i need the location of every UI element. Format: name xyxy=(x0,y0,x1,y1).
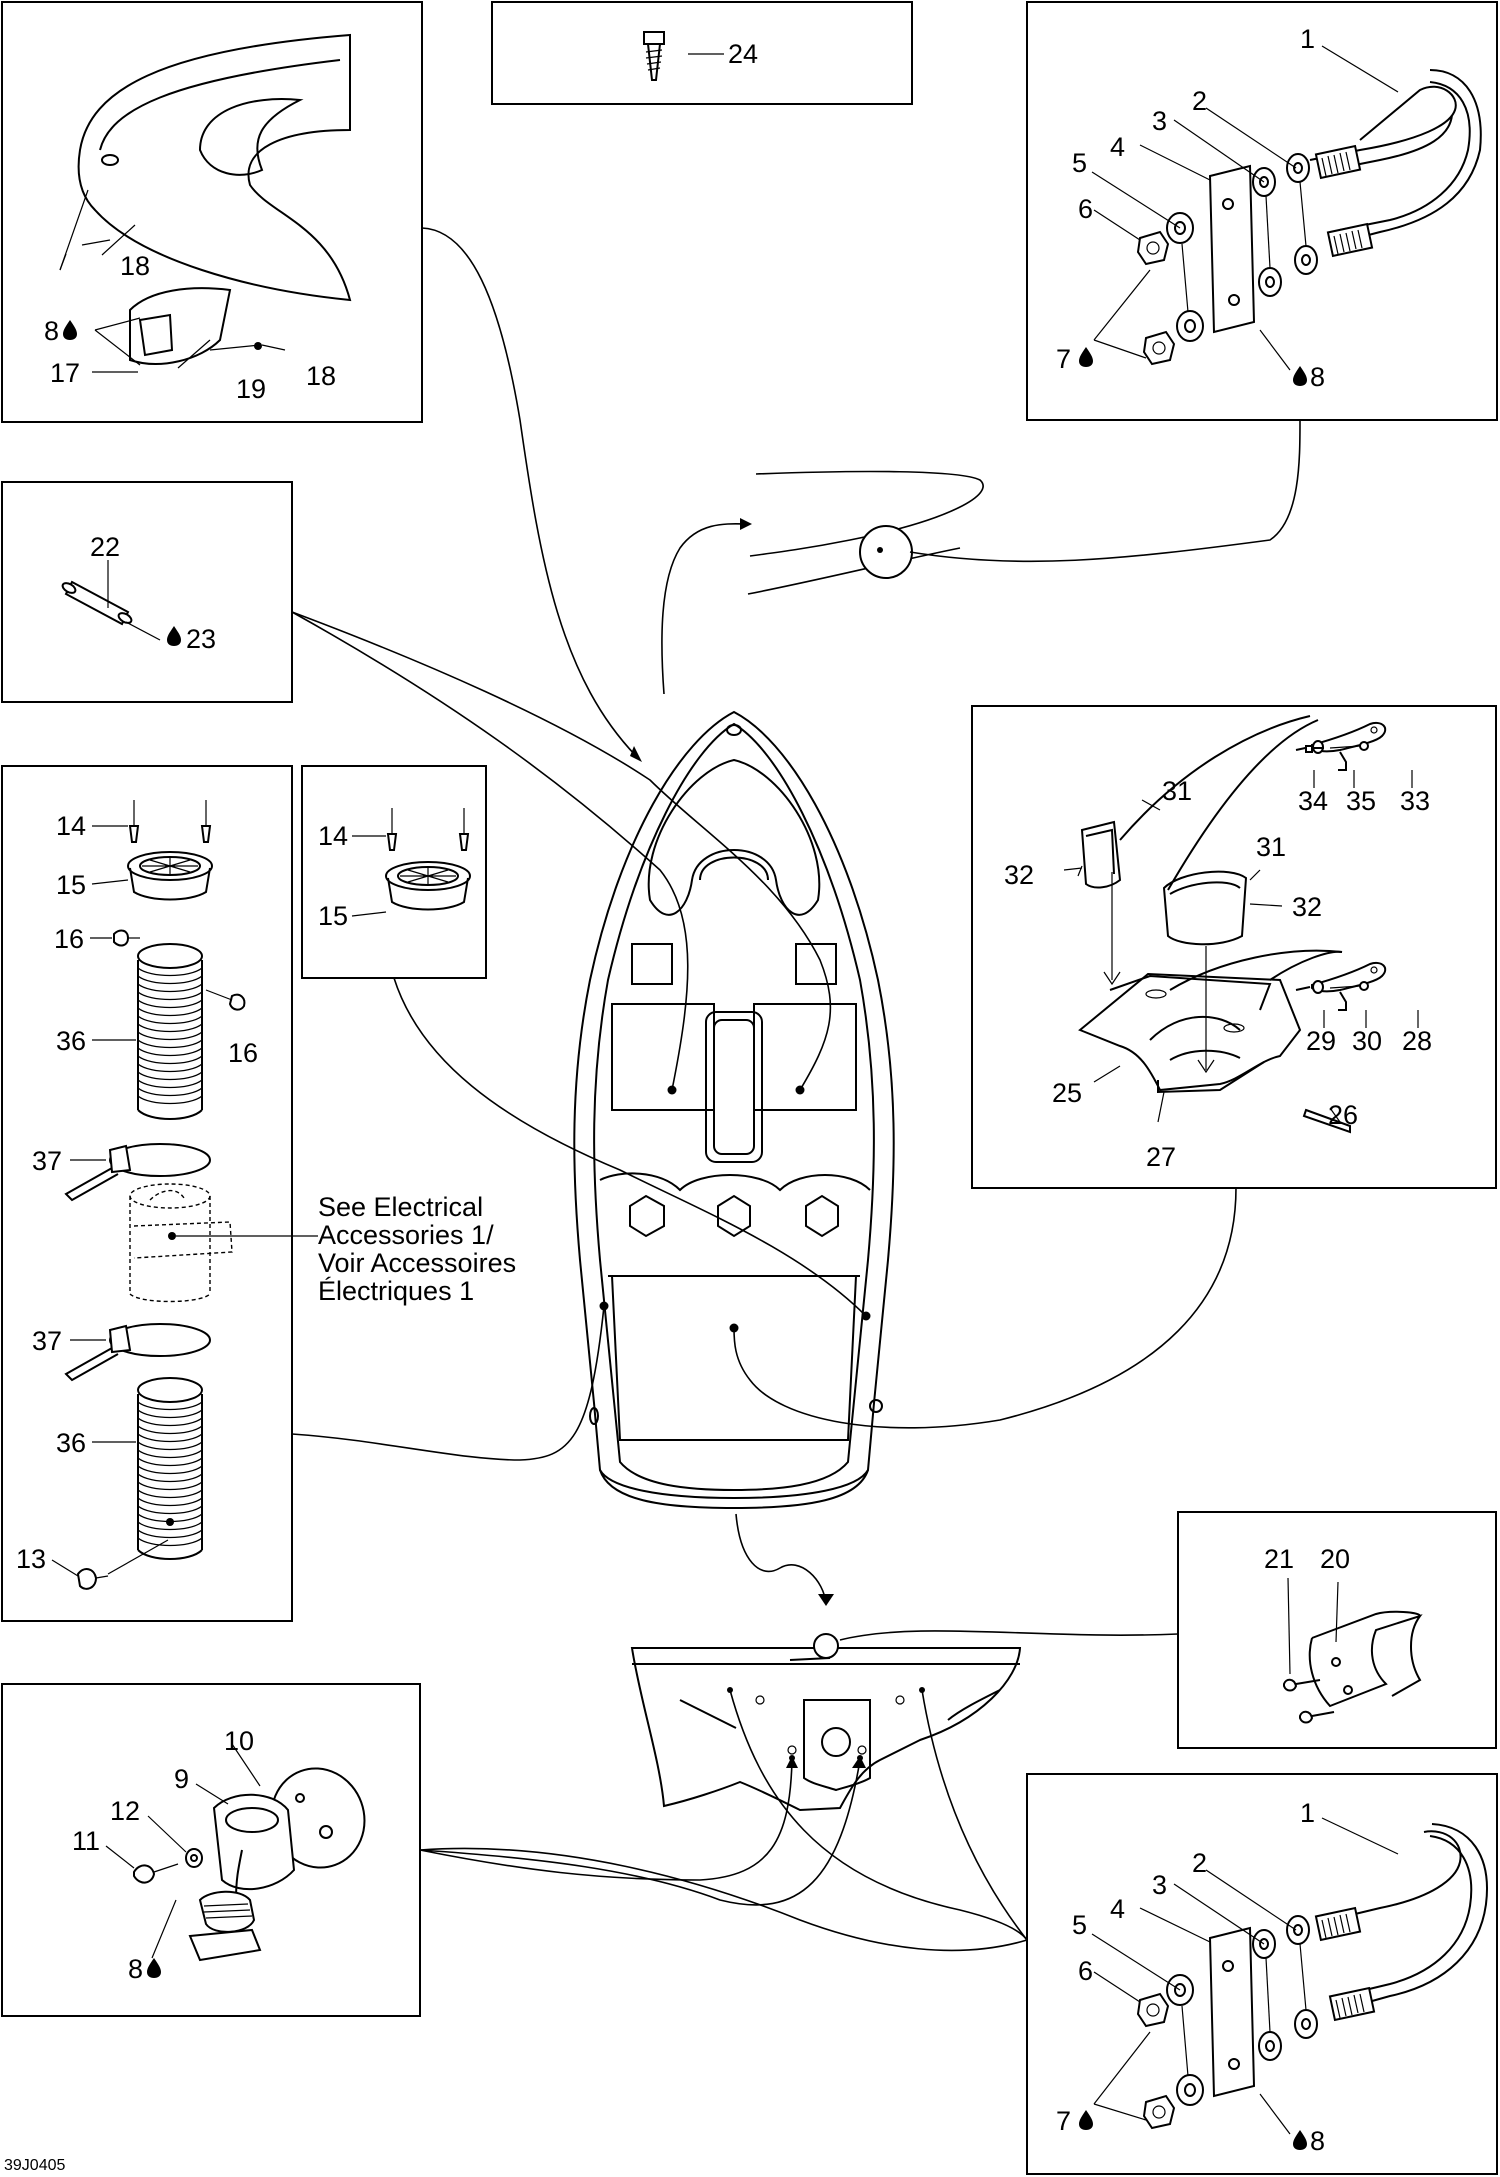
callout-5-lower: 5 xyxy=(1072,1910,1087,1940)
callout-5-upper: 5 xyxy=(1072,148,1087,178)
hull-cup-holders xyxy=(629,1194,839,1238)
callout-18-upper: 18 xyxy=(120,251,150,281)
note-line-1: See Electrical xyxy=(318,1192,483,1222)
callout-33: 33 xyxy=(1400,786,1430,816)
panel-screw-24: 24 xyxy=(491,1,913,105)
vent-small-drawing xyxy=(385,861,471,911)
drain-plug-drawing xyxy=(133,1767,366,1962)
callout-22: 22 xyxy=(90,532,120,562)
strap-clamp-lower xyxy=(64,1323,211,1382)
electrical-accessory-dashed xyxy=(129,1183,233,1303)
panel-vent-small: 14 15 xyxy=(301,765,487,979)
vent-drawing xyxy=(127,851,213,901)
grease-drop-icon xyxy=(1079,2110,1093,2130)
grease-drop-icon xyxy=(167,626,181,646)
strap-clamp-upper xyxy=(64,1143,211,1202)
callout-6-upper: 6 xyxy=(1078,194,1093,224)
panel-storage-left: 14 15 16 16 xyxy=(1,765,318,1622)
callout-36-upper: 36 xyxy=(56,1026,86,1056)
callout-13: 13 xyxy=(16,1544,46,1574)
callout-28: 28 xyxy=(1402,1026,1432,1056)
hull-top-view xyxy=(573,710,895,1510)
callout-31-b: 31 xyxy=(1256,832,1286,862)
callout-26: 26 xyxy=(1328,1100,1358,1130)
callout-11: 11 xyxy=(72,1826,100,1856)
callout-2-upper: 2 xyxy=(1192,86,1207,116)
callout-15-left: 15 xyxy=(56,870,86,900)
panel-drain-plug: 10 9 12 11 8 xyxy=(1,1683,421,2017)
electrical-note: See Electrical Accessories 1/ Voir Acces… xyxy=(318,1192,516,1306)
tube-drawing xyxy=(61,560,161,641)
callout-16-b: 16 xyxy=(228,1038,258,1068)
callout-8-lower: 8 xyxy=(1310,2126,1325,2156)
callout-27: 27 xyxy=(1146,1142,1176,1172)
cover-drawing xyxy=(1283,1610,1423,1724)
callout-14-small: 14 xyxy=(318,821,348,851)
callout-21: 21 xyxy=(1264,1544,1294,1574)
callout-17: 17 xyxy=(50,358,80,388)
grease-drop-icon xyxy=(1293,366,1307,386)
callout-10: 10 xyxy=(224,1726,254,1756)
callout-1-upper: 1 xyxy=(1300,24,1315,54)
callout-19: 19 xyxy=(236,374,266,404)
callout-35: 35 xyxy=(1346,786,1376,816)
callout-30: 30 xyxy=(1352,1026,1382,1056)
callout-7-upper: 7 xyxy=(1056,344,1071,374)
panel-tube-22: 22 23 xyxy=(1,481,293,703)
note-line-2: Accessories 1/ xyxy=(318,1220,494,1250)
callout-8-upper: 8 xyxy=(1310,362,1325,392)
callout-32-a: 32 xyxy=(1004,860,1034,890)
grease-drop-icon xyxy=(1293,2130,1307,2150)
callout-15-small: 15 xyxy=(318,901,348,931)
callout-7-lower: 7 xyxy=(1056,2106,1071,2136)
note-line-3: Voir Accessoires xyxy=(318,1248,516,1278)
u-bolt-drawing xyxy=(1136,69,1482,366)
callout-23: 23 xyxy=(186,624,216,654)
callout-1-lower: 1 xyxy=(1300,1798,1315,1828)
callout-4-lower: 4 xyxy=(1110,1894,1125,1924)
bellows-upper-drawing xyxy=(137,943,203,1120)
panel-seat-top-detail: 18 8 17 19 18 xyxy=(1,1,423,423)
callout-12: 12 xyxy=(110,1796,140,1826)
callout-18-lower: 18 xyxy=(306,361,336,391)
callout-6-lower: 6 xyxy=(1078,1956,1093,1986)
grease-drop-icon xyxy=(1079,347,1093,367)
callout-2-lower: 2 xyxy=(1192,1848,1207,1878)
panel-cover-20: 21 20 xyxy=(1177,1511,1497,1749)
note-line-4: Électriques 1 xyxy=(318,1276,474,1306)
rear-deck-view xyxy=(630,1513,1022,1812)
callout-3-upper: 3 xyxy=(1152,106,1167,136)
leader-lines xyxy=(291,227,1237,1952)
callout-16-a: 16 xyxy=(54,924,84,954)
callout-14-left: 14 xyxy=(56,811,86,841)
callout-37-upper: 37 xyxy=(32,1146,62,1176)
seat-front-drawing xyxy=(59,33,352,365)
callout-25: 25 xyxy=(1052,1078,1082,1108)
screw-icon xyxy=(643,31,665,81)
callout-20: 20 xyxy=(1320,1544,1350,1574)
callout-31-a: 31 xyxy=(1162,776,1192,806)
drawing-code: 39J0405 xyxy=(4,2157,65,2174)
callout-8-seat: 8 xyxy=(44,316,59,346)
top-arrow-reference xyxy=(661,419,1301,695)
callout-8-drain: 8 xyxy=(128,1954,143,1984)
callout-37-lower: 37 xyxy=(32,1326,62,1356)
callout-32-b: 32 xyxy=(1292,892,1322,922)
u-bolt-lower-drawing xyxy=(1136,1823,1488,2130)
panel-u-bolt-lower: 1 2 3 4 5 6 7 8 xyxy=(1026,1773,1498,2175)
callout-4-upper: 4 xyxy=(1110,132,1125,162)
callout-36-lower: 36 xyxy=(56,1428,86,1458)
bellows-lower-drawing xyxy=(137,1377,203,1560)
glove-box-drawing xyxy=(1078,715,1387,1134)
panel-u-bolt-upper: 1 2 3 4 5 6 7 8 xyxy=(1026,1,1498,421)
grease-drop-icon xyxy=(63,320,77,340)
callout-3-lower: 3 xyxy=(1152,1870,1167,1900)
callout-24: 24 xyxy=(728,39,758,69)
callout-9: 9 xyxy=(174,1764,189,1794)
panel-glove-box: 31 31 32 32 34 35 33 29 30 28 25 26 27 xyxy=(971,705,1497,1189)
grease-drop-icon xyxy=(147,1958,161,1978)
callout-34: 34 xyxy=(1298,786,1328,816)
callout-29: 29 xyxy=(1306,1026,1336,1056)
